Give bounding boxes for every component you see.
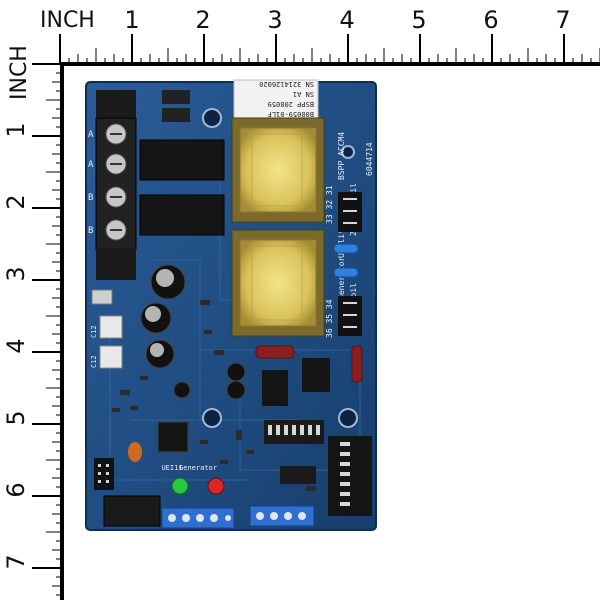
serial-sticker: B08059-01LF BSPP 208059 SN A1 SN 3214126… — [233, 79, 319, 123]
ruler-top-number-6: 6 — [483, 6, 498, 34]
relay-lower — [139, 194, 225, 236]
terminal-label: A — [88, 130, 94, 140]
mounting-hole — [202, 408, 222, 428]
top-pins-label: 33 32 31 — [325, 185, 334, 224]
circuit-board: A A B B B08059-01LF BSPP 208059 SN A1 SN… — [85, 79, 377, 531]
mounting-hole — [341, 145, 355, 159]
board-number: 6044714 — [365, 142, 374, 176]
blue-capacitor — [333, 267, 359, 278]
ic-chip — [280, 466, 316, 484]
transformer-coil — [239, 239, 317, 327]
diode — [162, 108, 190, 122]
sticker-line: BSPP 208059 — [268, 100, 314, 108]
mounting-holes — [202, 108, 358, 428]
model-label: BSPP ACCM4 — [337, 132, 346, 180]
bottom-pins-label: 36 35 34 — [325, 299, 334, 338]
module-block — [103, 495, 161, 527]
blue-capacitor — [333, 243, 359, 254]
mounting-hole — [338, 408, 358, 428]
ruler-left-number-2: 2 — [2, 194, 30, 209]
ruler-top-unit-label: INCH — [40, 8, 95, 33]
terminal-label: A — [88, 160, 94, 170]
voltage-regulator — [262, 370, 288, 406]
transformer-upper — [231, 117, 325, 223]
capacitors — [140, 264, 246, 400]
transformer-lower — [231, 229, 325, 337]
led-label: Generator — [179, 464, 217, 472]
electrolytic-capacitor — [173, 381, 191, 399]
ruler-left-number-6: 6 — [2, 482, 30, 497]
sticker-line: SN A1 — [293, 90, 314, 98]
ruler-left-number-3: 3 — [2, 266, 30, 281]
connector-label: C12 — [90, 325, 98, 338]
ruler-top-number-5: 5 — [411, 6, 426, 34]
connector-label: C12 — [90, 355, 98, 368]
ruler-left-number-1: 1 — [2, 122, 30, 137]
terminal-block-bottom-right — [249, 505, 315, 527]
ruler-left-number-4: 4 — [2, 338, 30, 353]
ruler-left-bar — [60, 62, 64, 600]
green-led — [171, 477, 189, 495]
sticker-line: SN 3214126020 — [259, 80, 314, 88]
ruler-top-number-2: 2 — [195, 6, 210, 34]
power-resistor — [351, 345, 363, 383]
power-resistor — [255, 345, 295, 359]
terminal-block-bottom-left — [161, 507, 235, 529]
terminal-block-cap — [96, 248, 136, 280]
ruler-left-number-5: 5 — [2, 410, 30, 425]
terminal-block-left: A A B B — [88, 90, 137, 280]
transformer-coil — [239, 127, 317, 213]
smd-components — [112, 300, 316, 491]
ruler-top-number-7: 7 — [555, 6, 570, 34]
ruler: INCH INCH 1 2 3 4 5 6 7 1 2 3 4 5 6 7 — [2, 6, 600, 600]
mounting-hole — [202, 108, 222, 128]
ruler-top-number-3: 3 — [267, 6, 282, 34]
ruler-left-ticks — [32, 63, 62, 596]
microcontroller — [157, 421, 189, 453]
blue-terminal-block — [249, 505, 315, 527]
ruler-top-ticks — [59, 34, 600, 64]
connector — [99, 315, 123, 339]
board-code: UEI11 — [161, 464, 182, 472]
utility-label: Utility — [337, 224, 346, 258]
terminal-label: B — [88, 226, 93, 236]
ruler-top-number-4: 4 — [339, 6, 354, 34]
red-led — [207, 477, 225, 495]
orange-capacitor — [128, 442, 142, 462]
generator-label: Generator — [337, 256, 346, 300]
ruler-left-number-7: 7 — [2, 554, 30, 569]
electrolytic-capacitor — [226, 380, 246, 400]
ruler-top-number-1: 1 — [124, 6, 139, 34]
sticker-paper — [233, 79, 319, 123]
voltage-regulator — [302, 358, 330, 392]
ruler-left-unit-label: INCH — [7, 45, 32, 100]
diode — [162, 90, 190, 104]
sticker-line: B08059-01LF — [268, 110, 314, 118]
connector — [91, 289, 113, 305]
terminal-label: B — [88, 193, 93, 203]
connector — [99, 345, 123, 369]
pin-header-left — [94, 458, 114, 490]
relay-upper — [139, 139, 225, 181]
electrolytic-capacitor — [226, 362, 246, 382]
